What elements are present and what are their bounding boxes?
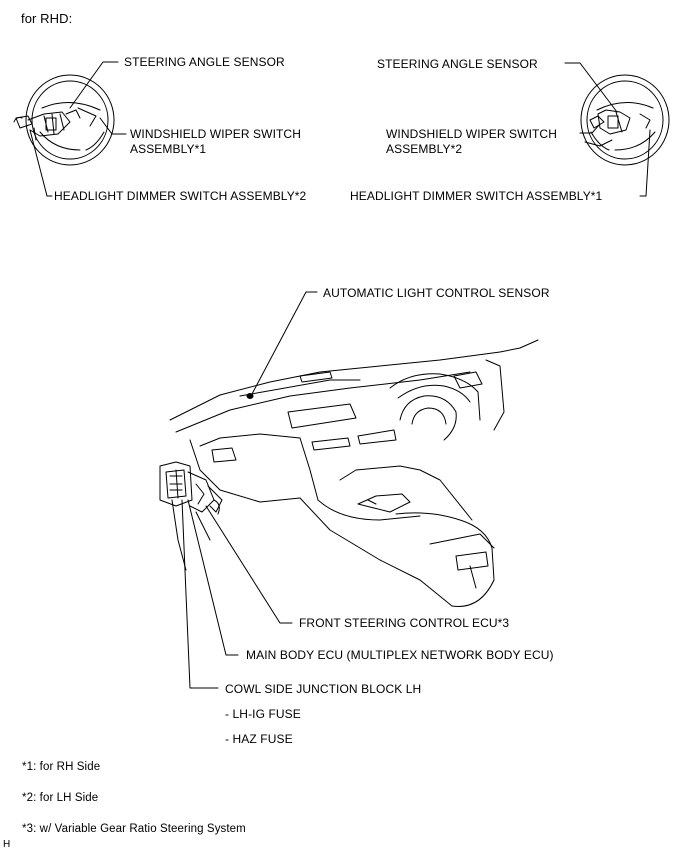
left-steering-angle-sensor-label: STEERING ANGLE SENSOR xyxy=(124,55,285,69)
right-wiper-switch-label-line1: WINDSHIELD WIPER SWITCH xyxy=(386,127,557,141)
main-body-ecu-label: MAIN BODY ECU (MULTIPLEX NETWORK BODY EC… xyxy=(246,648,554,662)
dashboard-illustration xyxy=(159,339,539,607)
leader-right-steering-angle-sensor xyxy=(564,62,618,113)
lh-ig-fuse-label: - LH-IG FUSE xyxy=(225,707,301,721)
leader-left-headlight xyxy=(29,129,53,197)
leader-main-body-ecu xyxy=(187,499,239,656)
footnote-1: *1: for RH Side xyxy=(22,761,101,773)
front-steering-ecu-label: FRONT STEERING CONTROL ECU*3 xyxy=(299,616,510,630)
leader-cowl-junction xyxy=(181,499,219,689)
section-title: for RHD: xyxy=(21,11,73,26)
left-wiper-switch-label-line2: ASSEMBLY*1 xyxy=(130,142,207,156)
right-steering-angle-sensor-label: STEERING ANGLE SENSOR xyxy=(377,57,538,71)
leader-right-wiper xyxy=(579,123,601,134)
left-steering-wheel-illustration xyxy=(13,74,115,166)
leader-right-headlight xyxy=(639,129,651,197)
cowl-junction-block-label: COWL SIDE JUNCTION BLOCK LH xyxy=(225,682,422,696)
leader-left-steering-angle-sensor xyxy=(69,61,119,109)
haz-fuse-label: - HAZ FUSE xyxy=(225,732,293,746)
right-wiper-switch-label-line2: ASSEMBLY*2 xyxy=(386,142,463,156)
left-headlight-dimmer-label: HEADLIGHT DIMMER SWITCH ASSEMBLY*2 xyxy=(54,189,307,203)
leader-front-steering-ecu xyxy=(205,505,293,624)
right-steering-wheel-illustration xyxy=(580,74,670,166)
auto-light-sensor-label: AUTOMATIC LIGHT CONTROL SENSOR xyxy=(323,286,550,300)
corner-mark: H xyxy=(3,839,11,850)
leader-auto-light-sensor xyxy=(251,291,318,395)
footnote-3: *3: w/ Variable Gear Ratio Steering Syst… xyxy=(22,823,246,835)
right-headlight-dimmer-label: HEADLIGHT DIMMER SWITCH ASSEMBLY*1 xyxy=(350,189,603,203)
footnote-2: *2: for LH Side xyxy=(22,792,99,804)
left-wiper-switch-label-line1: WINDSHIELD WIPER SWITCH xyxy=(130,127,301,141)
leader-left-wiper xyxy=(99,117,127,135)
